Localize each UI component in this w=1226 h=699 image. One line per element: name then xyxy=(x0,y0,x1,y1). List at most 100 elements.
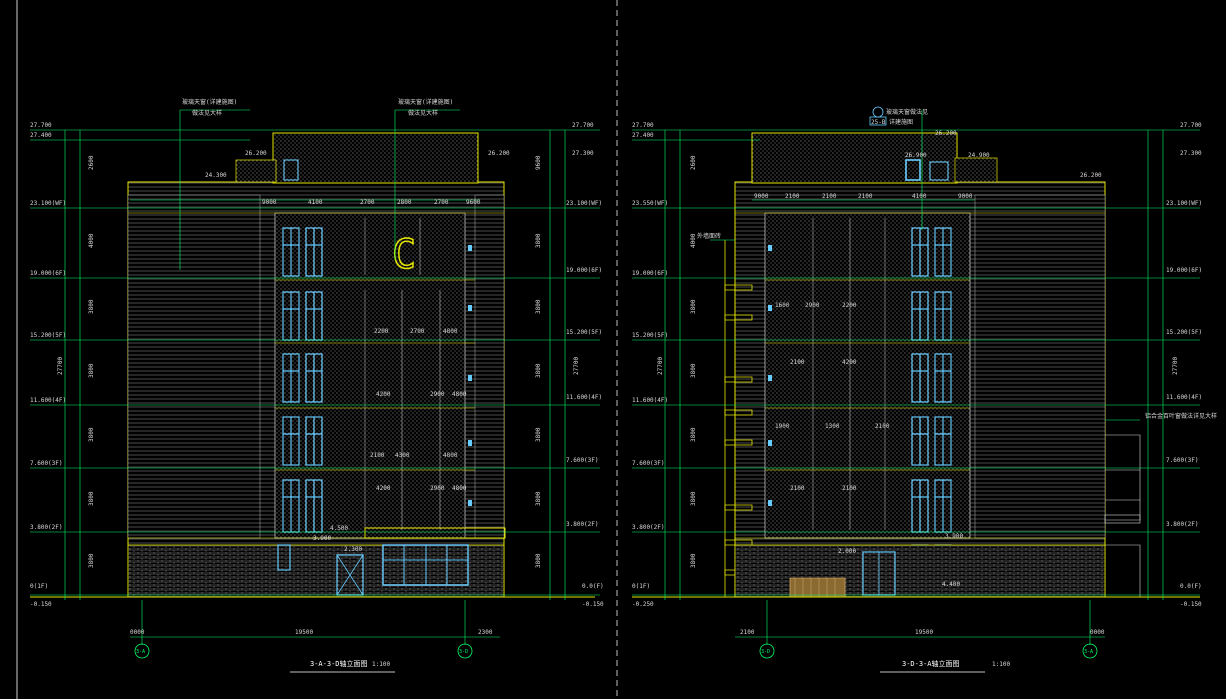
svg-text:玻璃天窗(详建施图): 玻璃天窗(详建施图) xyxy=(182,98,237,106)
right-drawing-scale: 1:100 xyxy=(992,661,1010,668)
svg-text:4200: 4200 xyxy=(376,391,391,398)
svg-text:2100: 2100 xyxy=(740,629,755,636)
right-side-dims: 2600 4000 3800 3800 3800 3800 3800 27700… xyxy=(657,155,1179,568)
right-callout-top-2: 详建施图 xyxy=(889,118,913,126)
svg-text:3800: 3800 xyxy=(88,299,95,314)
svg-text:7.600(3F): 7.600(3F) xyxy=(566,457,599,464)
svg-text:27.400: 27.400 xyxy=(632,132,654,139)
left-floor-lines xyxy=(128,212,504,539)
right-callout-bubble xyxy=(872,106,884,118)
left-curtain-grid xyxy=(364,218,441,530)
right-stair-tower xyxy=(751,132,958,184)
svg-text:4800: 4800 xyxy=(452,391,467,398)
svg-text:7.600(3F): 7.600(3F) xyxy=(30,460,63,467)
right-drawing-title: 3-D-3-A轴立面图 xyxy=(902,659,960,668)
left-ground-base xyxy=(127,544,505,598)
svg-text:9000: 9000 xyxy=(754,193,769,200)
svg-text:-0.150: -0.150 xyxy=(30,601,52,608)
svg-text:15.200(5F): 15.200(5F) xyxy=(1166,329,1202,336)
svg-text:2100: 2100 xyxy=(785,193,800,200)
left-axis-bubble-d xyxy=(457,643,473,659)
svg-text:0.0(F): 0.0(F) xyxy=(1180,583,1202,590)
right-inner-dims: 1600 2900 2200 2100 4200 1900 1300 2100 … xyxy=(775,302,963,588)
svg-text:2100: 2100 xyxy=(790,359,805,366)
right-side-marks xyxy=(768,245,772,506)
svg-text:3.800(2F): 3.800(2F) xyxy=(632,524,665,531)
svg-text:2.300: 2.300 xyxy=(344,546,362,553)
left-right-panel xyxy=(474,194,505,539)
svg-text:15.200(5F): 15.200(5F) xyxy=(632,332,668,339)
svg-text:9000: 9000 xyxy=(262,199,277,206)
svg-text:0(1F): 0(1F) xyxy=(30,583,48,590)
svg-text:4800: 4800 xyxy=(452,485,467,492)
svg-text:15.200(5F): 15.200(5F) xyxy=(30,332,66,339)
svg-text:2900: 2900 xyxy=(430,485,445,492)
svg-text:19500: 19500 xyxy=(915,629,933,636)
svg-text:9000: 9000 xyxy=(958,193,973,200)
svg-text:24.300: 24.300 xyxy=(205,172,227,179)
left-top-dims: 9000 4100 2700 2800 2700 9600 xyxy=(262,199,481,206)
svg-text:2700: 2700 xyxy=(434,199,449,206)
svg-text:24.900: 24.900 xyxy=(968,152,990,159)
svg-text:4800: 4800 xyxy=(443,452,458,459)
left-inner-dims: 2200 2700 4800 4200 2900 4800 2100 4300 … xyxy=(313,328,467,553)
left-drawing-scale: 1:100 xyxy=(372,661,390,668)
svg-text:7.600(3F): 7.600(3F) xyxy=(1166,457,1199,464)
left-big-letter: C xyxy=(392,232,416,278)
right-elevation-marks-left: 27.700 27.400 23.550(WF) 19.000(6F) 15.2… xyxy=(632,122,668,608)
svg-text:23.550(WF): 23.550(WF) xyxy=(632,200,668,207)
svg-text:2100: 2100 xyxy=(858,193,873,200)
svg-text:3800: 3800 xyxy=(690,299,697,314)
svg-text:3800: 3800 xyxy=(88,553,95,568)
svg-text:3800: 3800 xyxy=(88,427,95,442)
svg-text:19.000(6F): 19.000(6F) xyxy=(1166,267,1202,274)
left-stair-tower xyxy=(272,132,479,184)
svg-text:1600: 1600 xyxy=(775,302,790,309)
svg-text:0000: 0000 xyxy=(1090,629,1105,636)
left-dim-lines xyxy=(30,109,600,645)
svg-text:2100: 2100 xyxy=(822,193,837,200)
svg-text:19.000(6F): 19.000(6F) xyxy=(632,270,668,277)
svg-text:2700: 2700 xyxy=(360,199,375,206)
svg-text:3.800(2F): 3.800(2F) xyxy=(566,521,599,528)
svg-text:19.000(6F): 19.000(6F) xyxy=(30,270,66,277)
left-side-door xyxy=(277,544,291,571)
svg-text:0(1F): 0(1F) xyxy=(632,583,650,590)
left-side-panel xyxy=(127,194,261,539)
svg-text:-0.250: -0.250 xyxy=(632,601,654,608)
left-bottom-dims: 0000 19500 2300 xyxy=(130,629,493,636)
svg-text:26.200: 26.200 xyxy=(935,130,957,137)
left-roof-parapet xyxy=(235,159,277,183)
right-elevation-marks-right: 27.700 27.300 23.100(WF) 19.000(6F) 15.2… xyxy=(1166,122,1202,608)
svg-text:-0.150: -0.150 xyxy=(582,601,604,608)
svg-text:2.000: 2.000 xyxy=(838,548,856,555)
svg-text:27.700: 27.700 xyxy=(632,122,654,129)
svg-text:3800: 3800 xyxy=(535,363,542,378)
svg-text:3800: 3800 xyxy=(535,427,542,442)
svg-text:-0.150: -0.150 xyxy=(1180,601,1202,608)
right-bike-rack xyxy=(789,577,846,598)
right-callout-tag xyxy=(869,116,887,126)
left-elevation[interactable]: C xyxy=(30,98,604,673)
right-elevation[interactable]: 3-D 3-A 25-B 玻璃天窗做法见 详建施图 外墙面砖 铝合金百叶窗做法详… xyxy=(632,106,1217,673)
left-drawing-title: 3-A-3-D轴立面图 xyxy=(310,659,368,668)
left-axis-label-d: 3-D xyxy=(459,649,468,655)
svg-text:3.800(2F): 3.800(2F) xyxy=(1166,521,1199,528)
svg-text:4.500: 4.500 xyxy=(330,525,348,532)
svg-text:19.000(6F): 19.000(6F) xyxy=(566,267,602,274)
svg-text:4000: 4000 xyxy=(690,233,697,248)
svg-text:2200: 2200 xyxy=(842,302,857,309)
svg-text:27700: 27700 xyxy=(573,357,580,375)
svg-text:2900: 2900 xyxy=(430,391,445,398)
svg-text:做法见大样: 做法见大样 xyxy=(408,109,438,117)
right-curtain-grid xyxy=(812,218,886,530)
svg-text:23.100(WF): 23.100(WF) xyxy=(1166,200,1202,207)
svg-text:0.0(F): 0.0(F) xyxy=(582,583,604,590)
right-bottom-dims: 2100 19500 0000 xyxy=(740,629,1105,636)
svg-text:27700: 27700 xyxy=(657,357,664,375)
svg-text:27.700: 27.700 xyxy=(30,122,52,129)
right-floor-lines xyxy=(735,212,1105,539)
left-tower-windows xyxy=(283,159,299,181)
svg-text:3.900: 3.900 xyxy=(313,535,331,542)
